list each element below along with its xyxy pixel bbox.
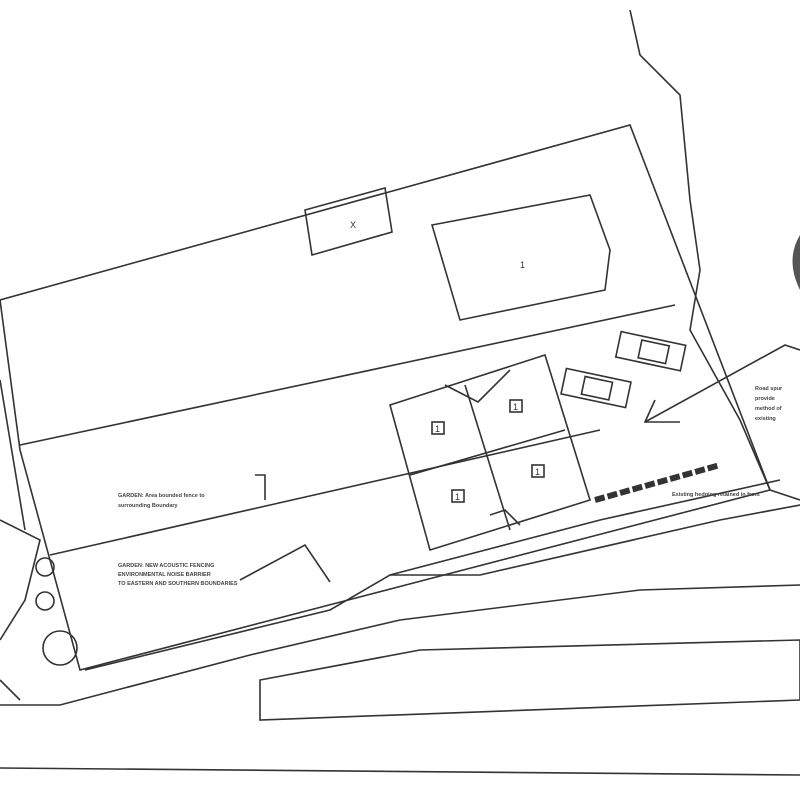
house-footprint	[430, 194, 611, 321]
svg-text:1: 1	[535, 467, 540, 477]
marker-box	[304, 186, 393, 257]
unit-block	[389, 353, 592, 552]
treeline	[629, 9, 800, 501]
hedging	[594, 462, 721, 503]
car-1	[614, 330, 687, 372]
svg-text:GARDEN: NEW ACOUSTIC FENCING: GARDEN: NEW ACOUSTIC FENCING	[118, 563, 214, 569]
svg-text:1: 1	[455, 492, 460, 502]
tree	[35, 557, 55, 577]
tree-canopy	[792, 235, 800, 290]
svg-text:1: 1	[513, 402, 518, 412]
note-fencing: GARDEN: NEW ACOUSTIC FENCING ENVIRONMENT…	[118, 563, 238, 587]
tree	[35, 591, 55, 611]
car-2	[560, 367, 632, 409]
svg-text:Road spur: Road spur	[755, 386, 783, 392]
road-edge-4	[0, 767, 800, 776]
house-label: 1	[520, 260, 525, 270]
site-boundary	[0, 124, 772, 671]
road-edge-3	[0, 584, 800, 706]
svg-text:1: 1	[435, 424, 440, 434]
marker-label: X	[350, 220, 356, 230]
svg-text:GARDEN: Area bounded fence to: GARDEN: Area bounded fence to	[118, 493, 205, 499]
note-garden-area: GARDEN: Area bounded fence to surroundin…	[118, 493, 205, 509]
unit-labels: 1 1 1 1	[431, 399, 545, 503]
garden-divider-1	[19, 304, 676, 446]
boundary-corner	[0, 519, 41, 641]
verge	[259, 639, 800, 721]
note-road: Road spur provide method of existing	[755, 386, 783, 422]
svg-text:provide: provide	[755, 396, 775, 402]
svg-text:surrounding Boundary: surrounding Boundary	[118, 503, 179, 509]
garden-divider-2	[49, 429, 601, 556]
svg-text:ENVIRONMENTAL NOISE BARRIER: ENVIRONMENTAL NOISE BARRIER	[118, 572, 211, 578]
svg-text:existing: existing	[755, 416, 776, 422]
boundary-left	[0, 379, 26, 531]
road-arrow	[644, 344, 800, 423]
note-hedging: Existing hedging retained in front	[672, 492, 760, 498]
tree	[42, 630, 78, 666]
road-edge-2	[390, 504, 800, 576]
svg-text:TO EASTERN AND SOUTHERN BOUNDA: TO EASTERN AND SOUTHERN BOUNDARIES	[118, 581, 238, 587]
svg-text:method of: method of	[755, 406, 782, 412]
